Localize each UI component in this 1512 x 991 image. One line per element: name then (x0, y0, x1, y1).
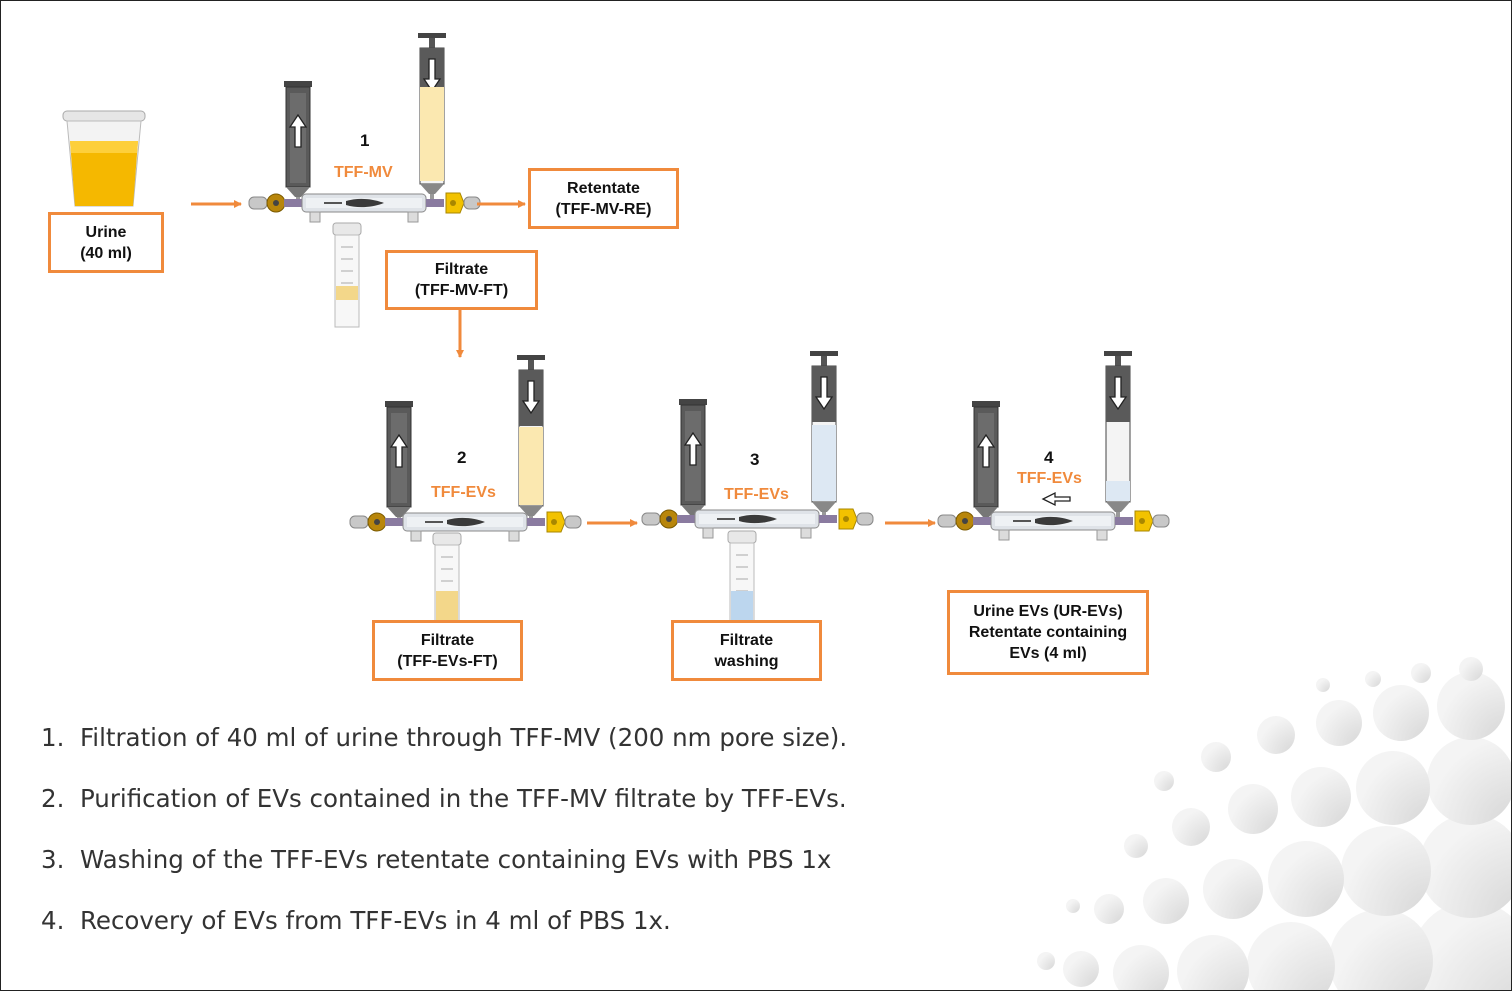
step-1-text: Filtration of 40 ml of urine through TFF… (79, 723, 848, 752)
ur-evs-box: Urine EVs (UR-EVs) Retentate containing … (947, 590, 1149, 675)
step-item: 3. Washing of the TFF-EVs retentate cont… (41, 845, 832, 874)
background-dots (1037, 657, 1511, 990)
filtrate-washing-line-1: Filtrate (719, 631, 774, 649)
stage-2-number: 2 (457, 448, 467, 467)
stage-4-device-label: TFF-EVs (1017, 470, 1082, 487)
tff-evs-cartridge-2 (349, 354, 582, 638)
filtrate-washing-box: Filtrate washing (671, 620, 822, 681)
tff-evs-cartridge-3 (641, 350, 874, 636)
filtrate-mv-line-2: (TFF-MV-FT) (414, 282, 509, 299)
stage-3-number: 3 (750, 450, 760, 469)
filtrate-evs-box: Filtrate (TFF-EVs-FT) (372, 620, 523, 681)
urine-cup (62, 110, 146, 207)
step-3-text: Washing of the TFF-EVs retentate contain… (79, 845, 832, 874)
tff-evs-cartridge-4 (937, 350, 1170, 541)
tff-mv-cartridge (248, 32, 481, 328)
step-item: 1. Filtration of 40 ml of urine through … (41, 723, 848, 752)
filtrate-mv-box: Filtrate (TFF-MV-FT) (385, 250, 538, 310)
left-arrow-icon (1041, 491, 1071, 507)
ur-evs-line-1: Urine EVs (UR-EVs) (973, 603, 1123, 620)
ur-evs-line-2: Retentate containing (968, 624, 1128, 641)
stage-2-device-label: TFF-EVs (431, 484, 496, 501)
stage-3-device-label: TFF-EVs (724, 486, 789, 503)
urine-box-line-2: (40 ml) (80, 244, 132, 262)
urine-box-line-1: Urine (85, 223, 127, 241)
step-2-text: Purification of EVs contained in the TFF… (79, 784, 847, 813)
step-item: 4. Recovery of EVs from TFF-EVs in 4 ml … (41, 906, 671, 935)
stage-1-device-label: TFF-MV (334, 164, 393, 181)
retentate-mv-line-1: Retentate (567, 179, 640, 197)
step-item: 2. Purification of EVs contained in the … (41, 784, 847, 813)
ur-evs-line-3: EVs (4 ml) (1009, 645, 1087, 662)
retentate-mv-line-2: (TFF-MV-RE) (555, 200, 652, 218)
retentate-mv-box: Retentate (TFF-MV-RE) (528, 168, 679, 229)
filtrate-evs-line-1: Filtrate (420, 631, 475, 649)
filtrate-washing-line-2: washing (714, 652, 779, 670)
filtrate-mv-line-1: Filtrate (434, 261, 489, 278)
flow-arrows (191, 200, 936, 527)
urine-box: Urine (40 ml) (48, 212, 164, 273)
step-4-text: Recovery of EVs from TFF-EVs in 4 ml of … (79, 906, 671, 935)
filtrate-evs-line-2: (TFF-EVs-FT) (397, 652, 498, 670)
stage-1-number: 1 (360, 131, 370, 150)
steps-list: 1. Filtration of 40 ml of urine through … (41, 723, 847, 967)
stage-4-number: 4 (1044, 448, 1054, 467)
